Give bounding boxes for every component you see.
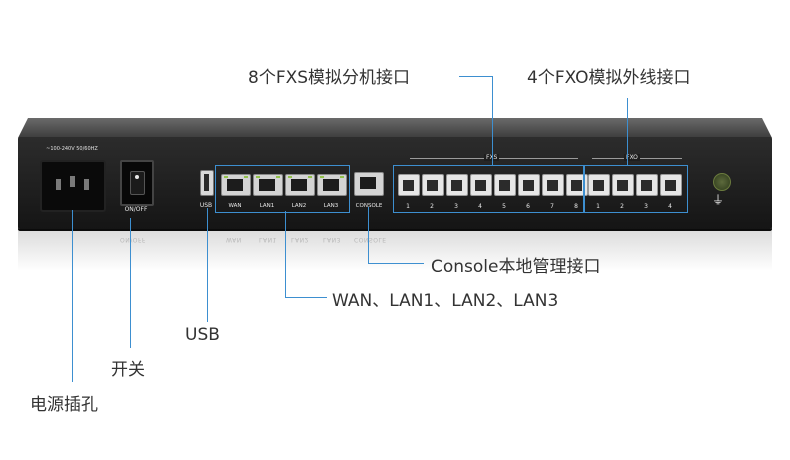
lan1-port-label: LAN1 xyxy=(259,203,275,209)
fxo-port xyxy=(588,174,610,196)
power-switch xyxy=(120,160,154,206)
fxs-port xyxy=(494,174,516,196)
fxs-callout-line xyxy=(492,76,493,165)
wan-port xyxy=(221,174,251,196)
fxs-port-number: 3 xyxy=(454,203,458,210)
fxs-port-number: 6 xyxy=(526,203,530,210)
usb-port xyxy=(200,170,214,196)
fxs-callout-line xyxy=(459,76,493,77)
reflection-label: CONSOLE xyxy=(354,236,387,243)
fxo-group-label: FXO xyxy=(624,154,640,161)
reflection-label: LAN2 xyxy=(291,236,309,243)
lan-callout-line xyxy=(285,297,327,298)
reflection-label: LAN1 xyxy=(259,236,277,243)
fxs-callout-text: 8个FXS模拟分机接口 xyxy=(248,68,411,88)
lan2-port-label: LAN2 xyxy=(291,203,307,209)
device-top-surface xyxy=(18,118,772,138)
fxo-ports-highlight xyxy=(584,165,688,213)
fxs-port xyxy=(542,174,564,196)
fxo-port xyxy=(660,174,682,196)
lan1-port xyxy=(253,174,283,196)
device-reflection xyxy=(18,231,772,271)
switch-rocker xyxy=(130,171,145,195)
ground-symbol-icon: ⏚ xyxy=(712,193,725,207)
fxs-port-number: 4 xyxy=(478,203,482,210)
fxo-port xyxy=(612,174,634,196)
lan-callout-text: WAN、LAN1、LAN2、LAN3 xyxy=(332,291,559,311)
fxs-port xyxy=(446,174,468,196)
power-callout-text: 电源插孔 xyxy=(30,395,98,415)
fxs-port xyxy=(518,174,540,196)
console-callout-line xyxy=(368,207,369,264)
usb-callout-text: USB xyxy=(185,325,220,345)
fxs-port-number: 5 xyxy=(502,203,506,210)
fxs-port xyxy=(398,174,420,196)
usb-port-label: USB xyxy=(199,202,213,209)
fxo-port xyxy=(636,174,658,196)
fxs-port xyxy=(470,174,492,196)
power-callout-line xyxy=(72,210,73,382)
console-callout-text: Console本地管理接口 xyxy=(431,257,601,277)
fxs-port-number: 8 xyxy=(574,203,578,210)
fxo-port-number: 1 xyxy=(596,203,600,210)
reflection-label: LAN3 xyxy=(323,236,341,243)
lan3-port xyxy=(317,174,347,196)
fxs-group-label: FXS xyxy=(484,154,500,161)
wan-port-label: WAN xyxy=(228,203,242,209)
reflection-label: WAN xyxy=(226,236,242,243)
fxs-port-number: 2 xyxy=(430,203,434,210)
power-rating-label: ~100-240V 50/60HZ xyxy=(46,146,98,152)
fxo-callout-line xyxy=(627,98,628,165)
fxs-port-number: 7 xyxy=(550,203,554,210)
power-socket xyxy=(40,160,106,212)
switch-callout-text: 开关 xyxy=(111,360,145,380)
lan-ports-highlight xyxy=(215,165,350,213)
fxo-port-number: 3 xyxy=(644,203,648,210)
ground-screw-icon xyxy=(713,173,731,191)
switch-callout-line xyxy=(130,218,131,348)
fxo-port-number: 2 xyxy=(620,203,624,210)
reflection-label: ON/OFF xyxy=(120,236,146,243)
console-port-label: CONSOLE xyxy=(355,203,383,209)
fxs-port xyxy=(566,174,588,196)
fxs-ports-highlight xyxy=(393,165,584,213)
fxs-port-number: 1 xyxy=(406,203,410,210)
switch-label: ON/OFF xyxy=(124,206,148,213)
lan3-port-label: LAN3 xyxy=(323,203,339,209)
console-port xyxy=(354,172,384,196)
fxs-port xyxy=(422,174,444,196)
lan-callout-line xyxy=(285,211,286,298)
usb-callout-line xyxy=(207,208,208,322)
fxo-port-number: 4 xyxy=(668,203,672,210)
console-callout-line xyxy=(368,263,424,264)
fxo-callout-text: 4个FXO模拟外线接口 xyxy=(527,68,691,88)
lan2-port xyxy=(285,174,315,196)
